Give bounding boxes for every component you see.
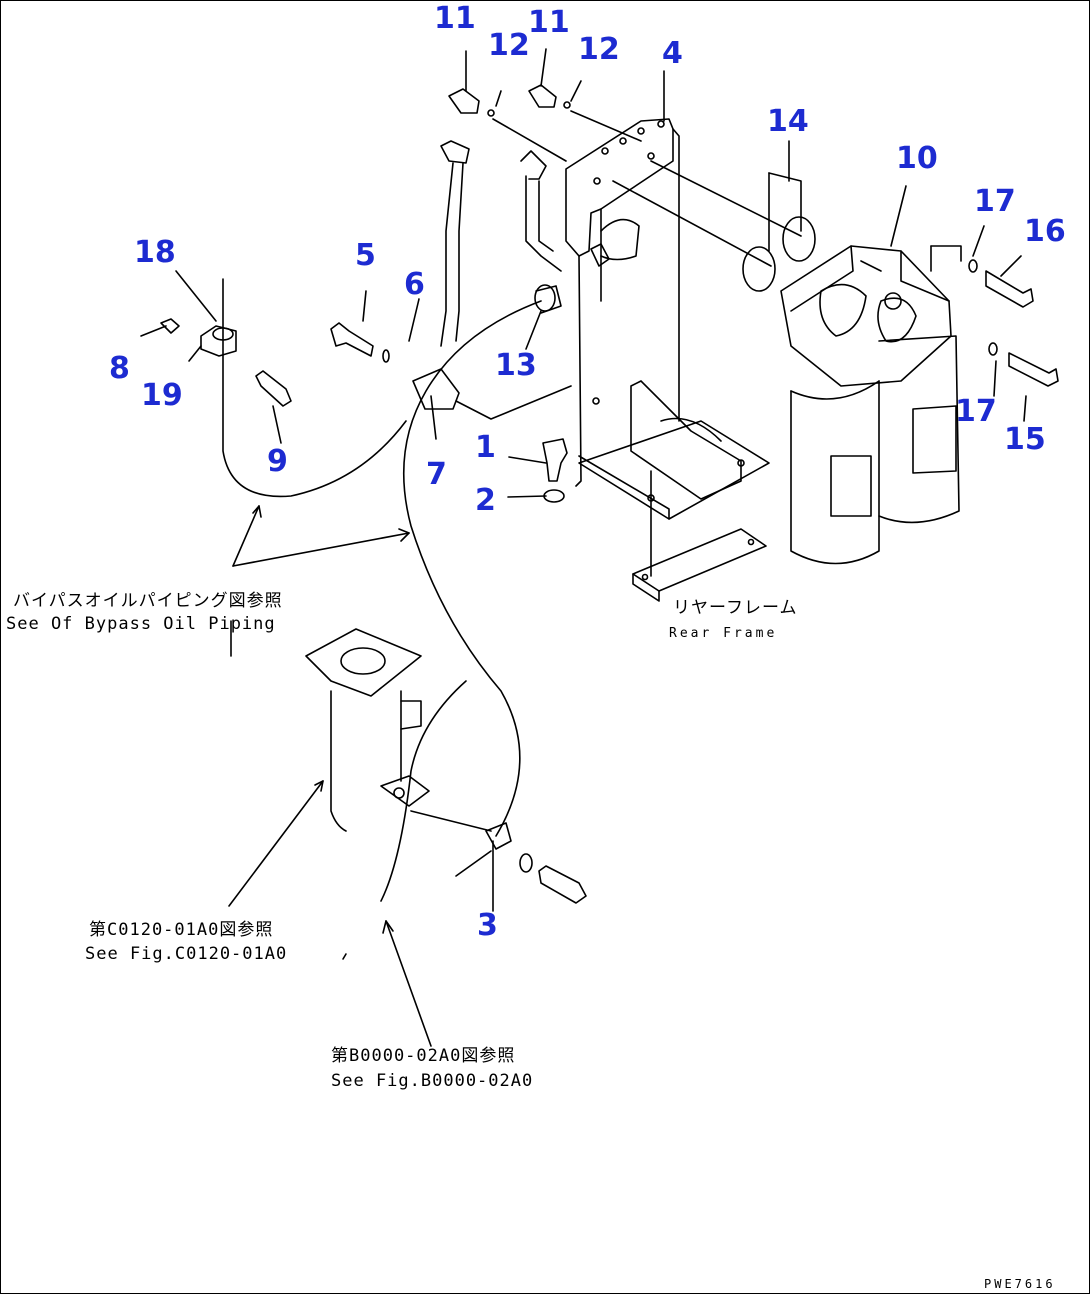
gaskets: [742, 172, 816, 292]
elbow-pipe: [305, 628, 587, 904]
bolts-15-16: [930, 245, 1059, 387]
callout-10: 10: [896, 141, 938, 176]
fig-c0120-note-jp: 第C0120-01A0図参照: [89, 920, 274, 940]
callout-11b: 11: [528, 5, 570, 40]
rear-frame-note-jp: リヤーフレーム: [673, 598, 798, 618]
bypass-note-en: See Of Bypass Oil Piping: [6, 614, 276, 634]
callout-2: 2: [475, 483, 496, 518]
fig-b0000-note-en: See Fig.B0000-02A0: [331, 1071, 534, 1091]
fig-c0120-note-en: See Fig.C0120-01A0: [85, 944, 288, 964]
fitting-18: [160, 318, 292, 407]
rear-frame: [632, 528, 767, 602]
adapter-13: [534, 243, 610, 503]
callout-15: 15: [1004, 422, 1046, 457]
fig-b0000-note-jp: 第B0000-02A0図参照: [331, 1046, 516, 1066]
callout-16: 16: [1024, 214, 1066, 249]
callout-6: 6: [404, 267, 425, 302]
rear-frame-note-en: Rear Frame: [669, 626, 778, 641]
callout-9: 9: [267, 444, 288, 479]
callout-17b: 17: [955, 394, 997, 429]
callout-8: 8: [109, 351, 130, 386]
filter-assembly: [780, 245, 960, 565]
callout-11a: 11: [434, 1, 476, 36]
leader-lines: [140, 48, 1027, 912]
hoses: [222, 140, 572, 902]
nipples-11-12: [448, 84, 802, 267]
reference-arrows: [228, 505, 432, 1047]
callout-3: 3: [477, 908, 498, 943]
callout-19: 19: [141, 378, 183, 413]
callout-7: 7: [426, 457, 447, 492]
clamp-7: [330, 322, 460, 410]
callout-5: 5: [355, 238, 376, 273]
callout-17a: 17: [974, 184, 1016, 219]
callout-18: 18: [134, 235, 176, 270]
drawing-code: PWE7616: [984, 1277, 1056, 1291]
mounting-bracket: [565, 118, 770, 577]
callout-1: 1: [475, 430, 496, 465]
bypass-note-jp: バイパスオイルパイピング図参照: [13, 591, 283, 611]
callout-13: 13: [495, 348, 537, 383]
callout-4: 4: [662, 36, 683, 71]
callout-12b: 12: [578, 32, 620, 67]
callout-12a: 12: [488, 28, 530, 63]
callout-14: 14: [767, 104, 809, 139]
